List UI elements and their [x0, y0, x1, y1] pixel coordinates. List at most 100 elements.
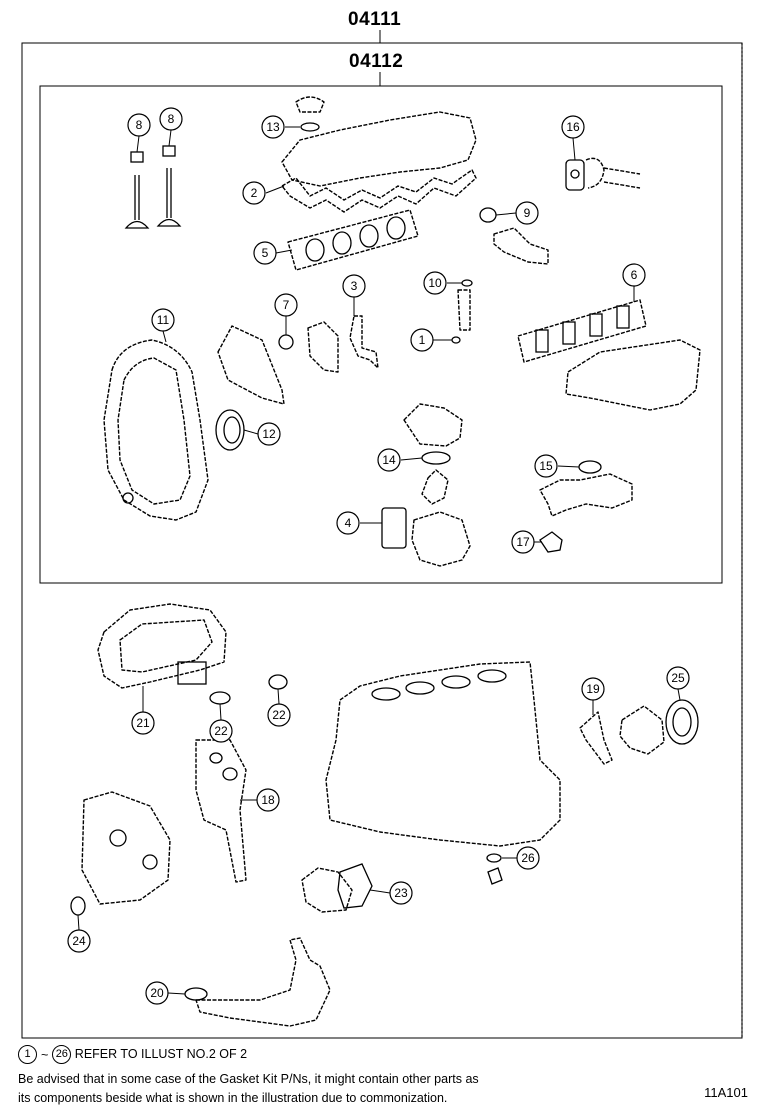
callout-14: 14	[377, 448, 401, 472]
footer-refer-line: 1~26 REFER TO ILLUST NO.2 OF 2	[18, 1045, 247, 1064]
inner-kit-frame	[39, 85, 723, 584]
water-pump-gasket-23	[337, 863, 373, 909]
svg-text:21: 21	[136, 716, 150, 730]
water-pump-gasket	[381, 507, 407, 549]
nozzle-seal	[451, 336, 461, 344]
exhaust-manifold	[565, 339, 701, 411]
pump-gasket	[307, 321, 339, 373]
callout-24: 24	[67, 929, 91, 953]
kit-outer-label: 04111	[348, 9, 402, 30]
thermostat-gasket	[421, 451, 451, 465]
cap-seal	[300, 122, 320, 132]
svg-text:26: 26	[521, 851, 535, 865]
oil-filler-cap	[295, 96, 325, 113]
svg-text:25: 25	[671, 671, 685, 685]
timing-case-gasket	[103, 339, 209, 521]
timing-case-gasket-18	[195, 739, 247, 883]
callout-26: 26	[516, 846, 540, 870]
illustration-id: 11A101	[704, 1085, 748, 1100]
svg-text:16: 16	[566, 120, 580, 134]
oil-strainer-pipe	[195, 937, 331, 1027]
head-cover-gasket	[281, 169, 477, 213]
water-pump-body	[301, 867, 353, 913]
oil-seal-retainer	[619, 705, 665, 755]
callout-6: 6	[622, 263, 646, 287]
callout-21: 21	[131, 711, 155, 735]
cover-plate	[217, 325, 285, 405]
svg-text:19: 19	[586, 682, 600, 696]
strainer-gasket-20	[184, 987, 208, 1001]
callout-9: 9	[515, 201, 539, 225]
callout-22a: 22	[209, 719, 233, 743]
glow-plug-seal	[461, 279, 473, 287]
callout-2: 2	[242, 181, 266, 205]
refer-text: REFER TO ILLUST NO.2 OF 2	[74, 1046, 248, 1061]
water-outlet-housing	[403, 403, 463, 447]
intake-manifold-gasket	[287, 209, 419, 271]
kit-inner-label: 04112	[349, 51, 404, 72]
gasket-22a	[209, 691, 231, 705]
egr-gasket	[565, 157, 641, 191]
timing-gear-case	[81, 791, 171, 905]
gasket-15	[578, 460, 602, 474]
water-inlet	[421, 469, 449, 505]
valve-left	[124, 151, 150, 229]
callout-22b: 22	[267, 703, 291, 727]
svg-text:1: 1	[419, 333, 426, 347]
footer-advisory-line1: Be advised that in some case of the Gask…	[18, 1072, 479, 1086]
svg-text:6: 6	[631, 268, 638, 282]
callout-1: 1	[410, 328, 434, 352]
plug-26	[487, 867, 503, 885]
svg-text:7: 7	[283, 298, 290, 312]
svg-text:15: 15	[539, 459, 553, 473]
thermo-switch-17	[539, 531, 563, 553]
svg-text:17: 17	[516, 535, 530, 549]
svg-text:24: 24	[72, 934, 86, 948]
retainer-19	[579, 711, 613, 765]
svg-text:13: 13	[266, 120, 280, 134]
svg-text:2: 2	[251, 186, 258, 200]
oil-pan-gasket	[97, 603, 227, 689]
callout-12: 12	[257, 422, 281, 446]
callout-11: 11	[151, 308, 175, 332]
cylinder-head-cover	[281, 111, 477, 187]
oil-pipe-15	[539, 473, 633, 517]
callout-16: 16	[561, 115, 585, 139]
footer-advisory-line2: its components beside what is shown in t…	[18, 1091, 448, 1105]
callout-3: 3	[342, 274, 366, 298]
callout-13: 13	[261, 115, 285, 139]
svg-text:10: 10	[428, 276, 442, 290]
callout-23: 23	[389, 881, 413, 905]
svg-text:22: 22	[214, 724, 228, 738]
range-end-badge: 26	[52, 1045, 72, 1064]
oil-seal-24	[70, 896, 86, 916]
injection-nozzle	[457, 289, 471, 331]
callout-19: 19	[581, 677, 605, 701]
callout-18: 18	[256, 788, 280, 812]
callout-4: 4	[336, 511, 360, 535]
svg-text:8: 8	[168, 112, 175, 126]
rear-oil-seal-25	[665, 699, 699, 745]
svg-text:22: 22	[272, 708, 286, 722]
callout-15: 15	[534, 454, 558, 478]
pipe-gasket-9	[479, 207, 497, 223]
callout-20: 20	[145, 981, 169, 1005]
svg-text:18: 18	[261, 793, 275, 807]
callout-5: 5	[253, 241, 277, 265]
gasket-22b	[268, 674, 288, 690]
water-pipe-9	[493, 227, 549, 265]
svg-text:20: 20	[150, 986, 164, 1000]
cylinder-block	[325, 661, 561, 847]
callout-8b: 8	[159, 107, 183, 131]
svg-text:14: 14	[382, 453, 396, 467]
range-separator: ~	[41, 1047, 49, 1062]
seal-26	[486, 853, 502, 863]
exhaust-manifold-gasket	[517, 299, 647, 363]
svg-text:23: 23	[394, 886, 408, 900]
svg-text:8: 8	[136, 118, 143, 132]
callout-8a: 8	[127, 113, 151, 137]
svg-text:5: 5	[262, 246, 269, 260]
callout-25: 25	[666, 666, 690, 690]
callout-7: 7	[274, 293, 298, 317]
callout-10: 10	[423, 271, 447, 295]
